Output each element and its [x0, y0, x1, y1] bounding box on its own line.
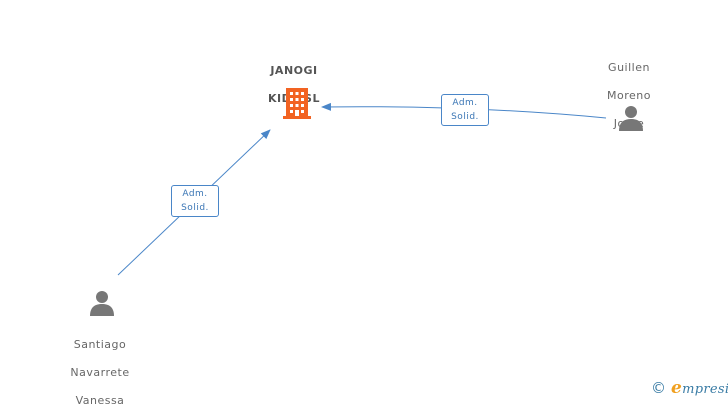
person-name-line2: Moreno: [607, 89, 651, 102]
copyright-symbol: ©: [651, 379, 666, 397]
relation-role-line1: Adm.: [452, 98, 478, 108]
person-icon[interactable]: [88, 289, 116, 317]
person-name-line1: Guillen: [608, 61, 650, 74]
relation-role-line2: Solid.: [181, 203, 209, 213]
person-name-line3: Vanessa: [75, 394, 125, 407]
relation-label-santiago[interactable]: Adm. Solid.: [171, 185, 219, 217]
relation-label-guillen[interactable]: Adm. Solid.: [441, 94, 489, 126]
person-name-line2: Navarrete: [70, 366, 130, 379]
brand-name: empresia: [671, 378, 728, 398]
brand-name-rest: mpresia: [682, 382, 728, 397]
company-name-line1: JANOGI: [270, 64, 318, 77]
person-icon[interactable]: [617, 104, 645, 132]
brand-watermark[interactable]: © empresia: [651, 378, 728, 398]
person-name-santiago: Santiago Navarrete Vanessa: [52, 324, 148, 408]
brand-initial: e: [671, 378, 683, 398]
relation-role-line1: Adm.: [182, 189, 208, 199]
person-name-line1: Santiago: [73, 338, 127, 351]
relation-role-line2: Solid.: [451, 112, 479, 122]
building-icon[interactable]: [281, 86, 313, 120]
